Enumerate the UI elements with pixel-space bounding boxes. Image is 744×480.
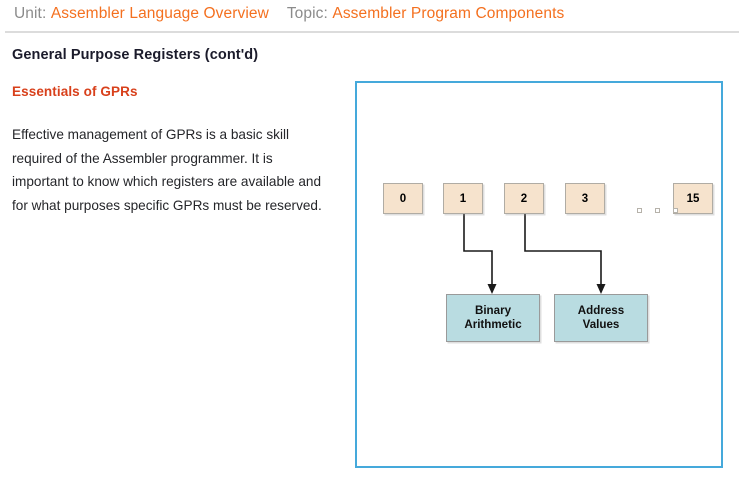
target-line-1: Binary <box>474 304 512 317</box>
page-title: General Purpose Registers (cont'd) <box>12 47 259 63</box>
breadcrumb-header: Unit: Assembler Language Overview Topic:… <box>0 0 744 31</box>
header-divider <box>5 31 739 33</box>
ellipsis-dot-2 <box>655 208 660 213</box>
ellipsis-dot-1 <box>637 208 642 213</box>
target-line-1: Address <box>577 304 625 317</box>
connector-lines <box>463 214 606 294</box>
register-box-15[interactable]: 15 <box>673 183 713 214</box>
register-box-3[interactable]: 3 <box>565 183 605 214</box>
unit-value: Assembler Language Overview <box>50 5 269 22</box>
diagram-panel: 0 1 2 3 15 Binary Arithmetic Address Val… <box>355 81 723 468</box>
target-box-address-values[interactable]: Address Values <box>554 294 648 342</box>
register-box-1[interactable]: 1 <box>443 183 483 214</box>
register-row: 0 1 2 3 15 <box>383 183 713 215</box>
register-box-0[interactable]: 0 <box>383 183 423 214</box>
unit-label: Unit: <box>14 5 47 22</box>
target-line-2: Values <box>582 318 620 331</box>
ellipsis-dot-3 <box>673 208 678 213</box>
target-box-address-values-label: Address Values <box>578 304 624 332</box>
body-paragraph: Effective management of GPRs is a basic … <box>12 127 322 213</box>
topic-label: Topic: <box>286 5 328 22</box>
target-line-2: Arithmetic <box>464 318 522 331</box>
target-box-binary-arithmetic[interactable]: Binary Arithmetic <box>446 294 540 342</box>
topic-value: Assembler Program Components <box>332 5 565 22</box>
ellipsis-icon <box>637 208 683 214</box>
target-box-binary-arithmetic-label: Binary Arithmetic <box>464 304 521 332</box>
section-title: Essentials of GPRs <box>12 84 138 99</box>
register-box-2[interactable]: 2 <box>504 183 544 214</box>
